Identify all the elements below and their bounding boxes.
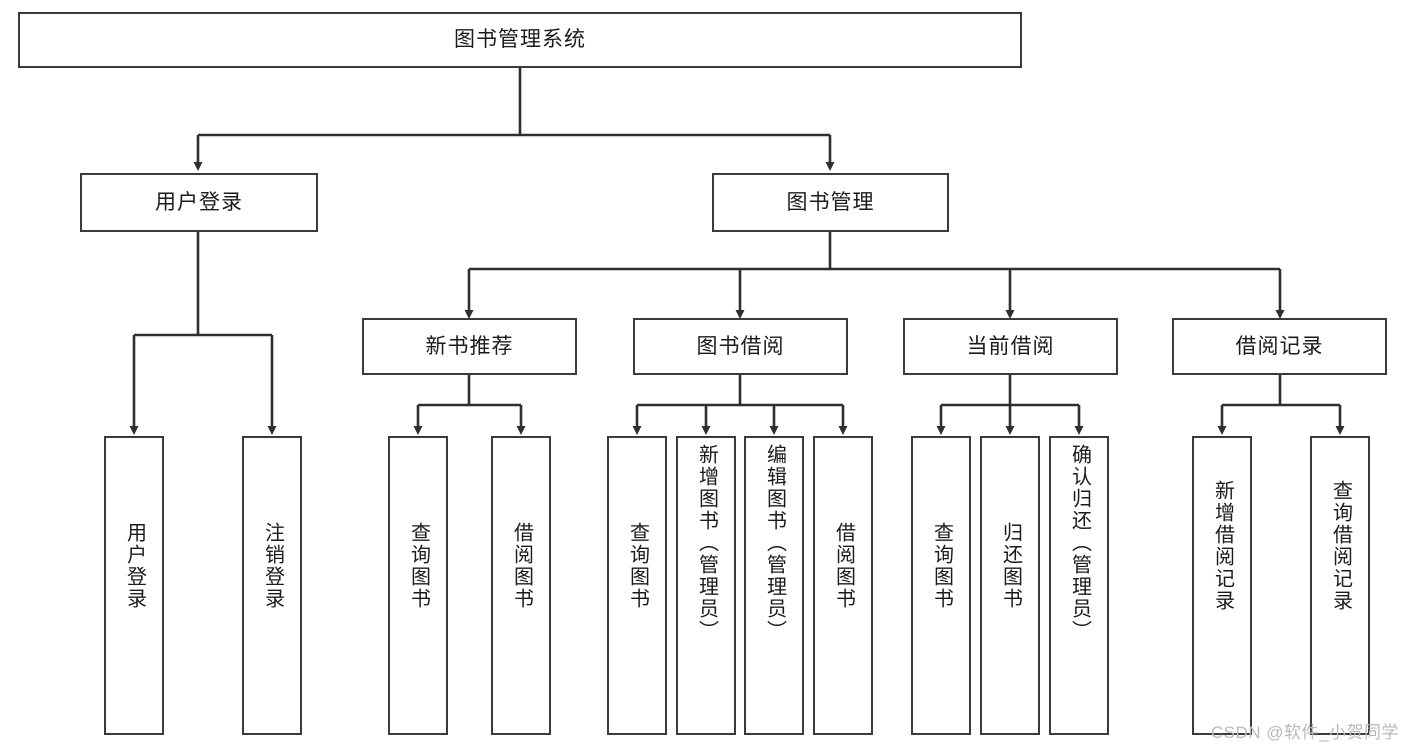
node-book-management[interactable]: 图书管理 — [712, 173, 949, 232]
node-new-book-recommend[interactable]: 新书推荐 — [362, 318, 577, 375]
node-label: 注销登录 — [261, 522, 284, 610]
node-label: 查询图书 — [626, 522, 649, 610]
node-label: 归还图书 — [999, 522, 1022, 610]
csdn-watermark: CSDN @软件_小贺同学 — [1210, 723, 1399, 742]
node-label: 编辑图书（管理员） — [763, 444, 786, 642]
node-book-borrow[interactable]: 图书借阅 — [633, 318, 848, 375]
node-label: 查询图书 — [407, 522, 430, 610]
leaf-new-book-query-books[interactable]: 查询图书 — [388, 436, 448, 735]
node-current-borrow[interactable]: 当前借阅 — [903, 318, 1118, 375]
leaf-new-book-borrow-books[interactable]: 借阅图书 — [491, 436, 551, 735]
node-label: 图书管理 — [786, 190, 875, 214]
node-root-book-management-system[interactable]: 图书管理系统 — [18, 12, 1022, 68]
leaf-borrow-record-add-record[interactable]: 新增借阅记录 — [1192, 436, 1252, 735]
node-label: 用户登录 — [123, 522, 146, 610]
leaf-book-borrow-edit-book-admin[interactable]: 编辑图书（管理员） — [744, 436, 804, 735]
node-label: 当前借阅 — [966, 334, 1055, 358]
node-label: 图书管理系统 — [454, 28, 586, 52]
node-user-login[interactable]: 用户登录 — [80, 173, 318, 232]
node-label: 查询图书 — [930, 522, 953, 610]
node-borrow-record[interactable]: 借阅记录 — [1172, 318, 1387, 375]
leaf-current-borrow-return-books[interactable]: 归还图书 — [980, 436, 1040, 735]
node-label: 用户登录 — [155, 190, 243, 214]
leaf-borrow-record-query-record[interactable]: 查询借阅记录 — [1310, 436, 1370, 735]
node-label: 查询借阅记录 — [1329, 480, 1352, 612]
node-label: 图书借阅 — [696, 334, 785, 358]
leaf-book-borrow-add-book-admin[interactable]: 新增图书（管理员） — [676, 436, 736, 735]
node-label: 确认归还（管理员） — [1068, 444, 1091, 642]
leaf-book-borrow-borrow-books[interactable]: 借阅图书 — [813, 436, 873, 735]
leaf-current-borrow-query-books[interactable]: 查询图书 — [911, 436, 971, 735]
node-label: 借阅图书 — [510, 522, 533, 610]
leaf-current-borrow-confirm-return-admin[interactable]: 确认归还（管理员） — [1049, 436, 1109, 735]
node-label: 借阅记录 — [1235, 334, 1324, 358]
leaf-user-login-login[interactable]: 用户登录 — [104, 436, 164, 735]
leaf-user-login-logout[interactable]: 注销登录 — [242, 436, 302, 735]
node-label: 借阅图书 — [832, 522, 855, 610]
node-label: 新增借阅记录 — [1211, 480, 1234, 612]
leaf-book-borrow-query-books[interactable]: 查询图书 — [607, 436, 667, 735]
node-label: 新增图书（管理员） — [695, 444, 718, 642]
node-label: 新书推荐 — [425, 334, 514, 358]
